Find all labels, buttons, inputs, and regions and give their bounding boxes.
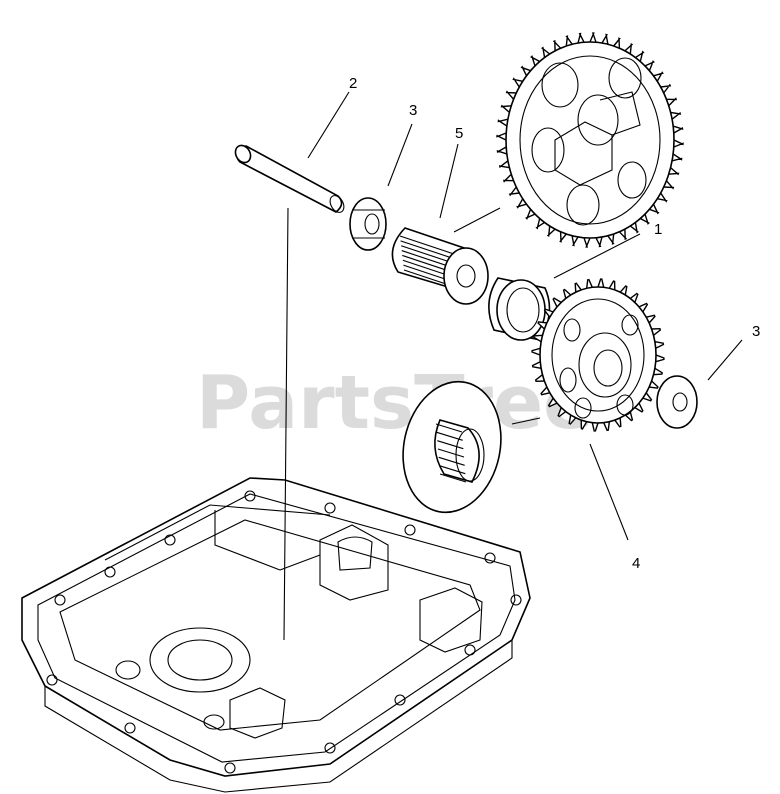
compound-gear bbox=[531, 278, 665, 432]
transmission-housing bbox=[21, 477, 531, 793]
flange-disc-with-gear bbox=[402, 380, 502, 514]
callout-3-upper: 3 bbox=[409, 102, 417, 119]
callout-3-right: 3 bbox=[752, 323, 760, 340]
leader-lines bbox=[283, 91, 743, 641]
shaft bbox=[234, 144, 345, 213]
thrust-washer-right bbox=[656, 375, 698, 429]
callout-4: 4 bbox=[632, 555, 640, 572]
thrust-washer-upper bbox=[349, 197, 387, 251]
watermark: PartsTree bbox=[196, 360, 593, 446]
callout-2: 2 bbox=[349, 75, 357, 92]
pinion-gear bbox=[391, 227, 489, 305]
callout-5: 5 bbox=[455, 125, 463, 142]
bushing bbox=[488, 277, 551, 341]
large-spur-gear bbox=[496, 32, 684, 248]
callout-1: 1 bbox=[654, 221, 662, 238]
